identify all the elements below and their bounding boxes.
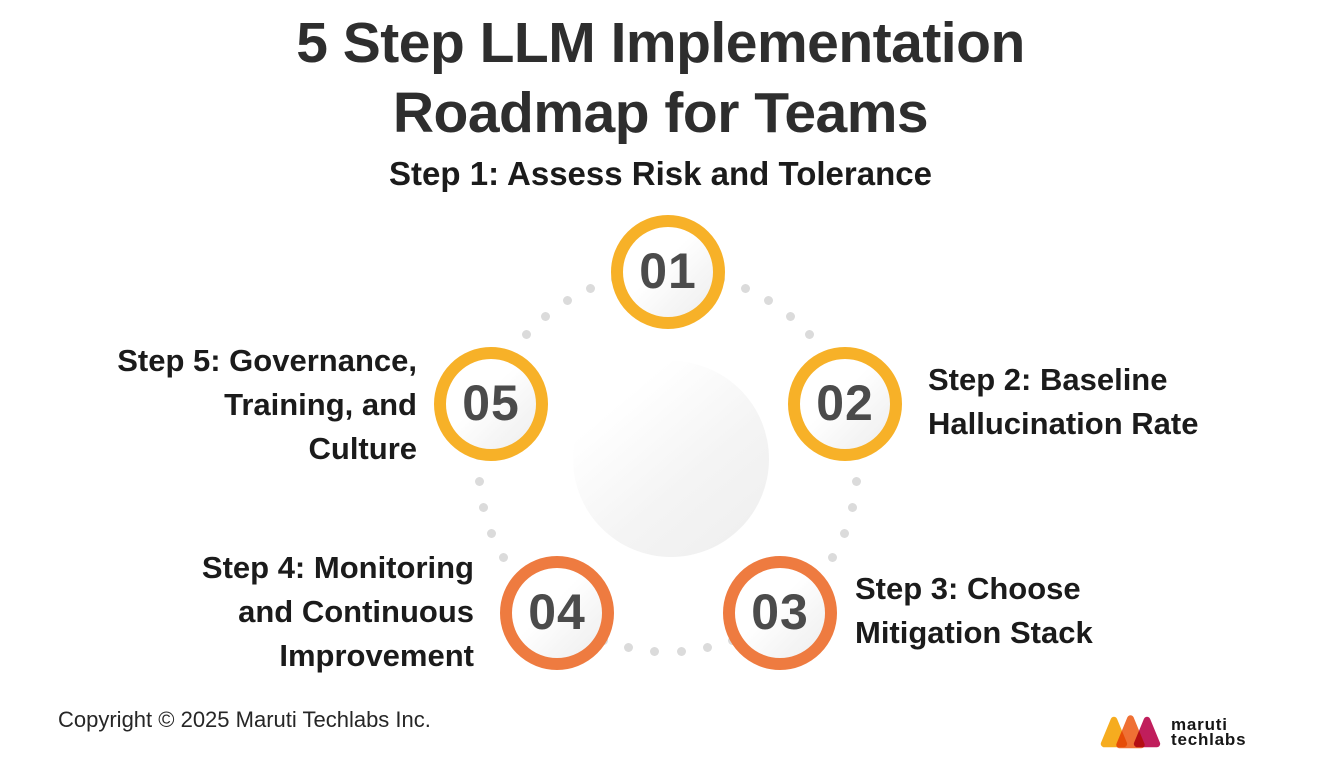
logo-word-maruti: maruti bbox=[1171, 715, 1228, 734]
logo-wordmark: maruti techlabs bbox=[1171, 715, 1247, 749]
step-label-4: Step 4: Monitoring and Continuous Improv… bbox=[92, 546, 474, 678]
step-circle-04: 04 bbox=[500, 556, 614, 670]
step-label-line: Step 2: Baseline bbox=[928, 362, 1168, 397]
step-label-line: and Continuous bbox=[238, 594, 474, 629]
ring-dot bbox=[650, 647, 660, 657]
step-circle-01: 01 bbox=[611, 215, 725, 329]
maruti-techlabs-logo: maruti techlabs bbox=[1100, 706, 1276, 758]
ring-dot bbox=[785, 311, 795, 321]
ring-dot bbox=[764, 296, 774, 306]
logo-triangle-yellow bbox=[1100, 716, 1128, 748]
step-number-01: 01 bbox=[639, 243, 697, 299]
step-label-line: Training, and bbox=[224, 387, 417, 422]
step-number-03: 03 bbox=[751, 584, 809, 640]
maruti-logo-icon bbox=[1100, 715, 1161, 749]
step-label-line: Step 5: Governance, bbox=[117, 343, 417, 378]
logo-word-techlabs: techlabs bbox=[1171, 730, 1247, 749]
ring-dot bbox=[703, 643, 712, 653]
step-label-line: Hallucination Rate bbox=[928, 406, 1199, 441]
ring-dot bbox=[562, 296, 572, 306]
ring-dot bbox=[474, 477, 484, 487]
step-circle-05: 05 bbox=[434, 347, 548, 461]
logo-triangle-crimson bbox=[1133, 716, 1161, 748]
step-label-line: Improvement bbox=[279, 638, 474, 673]
ring-dot bbox=[804, 330, 814, 340]
copyright-text: Copyright © 2025 Maruti Techlabs Inc. bbox=[58, 707, 431, 732]
step-label-line: Step 3: Choose bbox=[855, 571, 1081, 606]
center-blob-decoration bbox=[573, 361, 769, 557]
page-title-line-1: 5 Step LLM Implementation bbox=[296, 11, 1025, 75]
ring-dot bbox=[676, 647, 686, 657]
step-label-line: Mitigation Stack bbox=[855, 615, 1093, 650]
step-label-line: Step 1: Assess Risk and Tolerance bbox=[389, 155, 932, 192]
ring-dot bbox=[479, 503, 489, 513]
ring-dot bbox=[839, 528, 849, 538]
ring-dot bbox=[586, 283, 596, 293]
step-label-3: Step 3: Choose Mitigation Stack bbox=[855, 567, 1093, 655]
ring-dot bbox=[852, 477, 862, 487]
ring-dot bbox=[828, 552, 838, 562]
step-label-5: Step 5: Governance, Training, and Cultur… bbox=[25, 339, 417, 471]
page-title-line-2: Roadmap for Teams bbox=[392, 81, 929, 145]
ring-dot bbox=[623, 643, 633, 653]
step-number-02: 02 bbox=[816, 375, 874, 431]
step-circle-02: 02 bbox=[788, 347, 902, 461]
ring-dot bbox=[847, 503, 857, 513]
ring-dot bbox=[498, 552, 508, 562]
step-number-04: 04 bbox=[528, 584, 586, 640]
step-label-2: Step 2: Baseline Hallucination Rate bbox=[928, 358, 1198, 446]
step-label-1: Step 1: Assess Risk and Tolerance bbox=[0, 152, 1321, 196]
ring-dot bbox=[541, 311, 551, 321]
page-title: 5 Step LLM Implementation Roadmap for Te… bbox=[0, 8, 1321, 148]
ring-dot bbox=[740, 283, 750, 293]
step-number-05: 05 bbox=[462, 375, 520, 431]
ring-dot bbox=[487, 528, 497, 538]
step-label-line: Step 4: Monitoring bbox=[201, 550, 474, 585]
step-circle-03: 03 bbox=[723, 556, 837, 670]
step-label-line: Culture bbox=[308, 431, 418, 466]
ring-dot bbox=[522, 330, 532, 340]
